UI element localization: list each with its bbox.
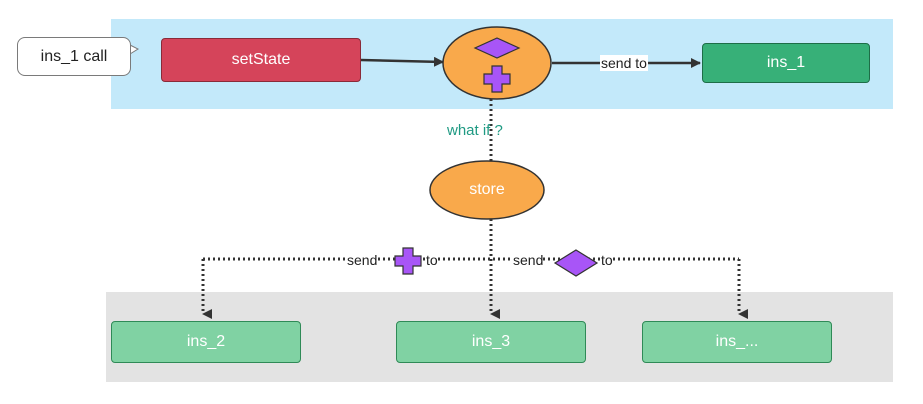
- insn-node: ins_...: [642, 321, 832, 363]
- insn-label: ins_...: [715, 333, 759, 350]
- edge-label-to-diamond: to: [601, 252, 613, 268]
- store-node: [429, 160, 545, 220]
- setstate-node: setState: [161, 38, 361, 82]
- setstate-label: setState: [231, 51, 291, 68]
- callout-ins1-call: ins_1 call: [17, 37, 131, 76]
- ins3-node: ins_3: [396, 321, 586, 363]
- callout-text: ins_1 call: [40, 47, 108, 65]
- ins1-label: ins_1: [766, 54, 806, 71]
- edge-label-send-plus: send: [347, 252, 378, 268]
- ins3-label: ins_3: [471, 333, 511, 350]
- ins2-label: ins_2: [186, 333, 226, 350]
- ins1-node: ins_1: [702, 43, 870, 83]
- callout-tail: [129, 44, 140, 55]
- dispatcher-node: [442, 26, 552, 100]
- plus-icon: [483, 65, 511, 93]
- store-label: store: [469, 181, 505, 198]
- edge-label-send-diamond: send: [513, 252, 544, 268]
- edge-label-what-if: what if ?: [447, 122, 503, 139]
- diamond-icon: [553, 249, 599, 277]
- edge-label-send-to: send to: [600, 55, 648, 71]
- plus-icon: [394, 247, 422, 275]
- edge-setstate-to-dispatcher: [360, 56, 444, 67]
- edge-label-to-plus: to: [426, 252, 438, 268]
- ins2-node: ins_2: [111, 321, 301, 363]
- diamond-icon: [473, 37, 521, 59]
